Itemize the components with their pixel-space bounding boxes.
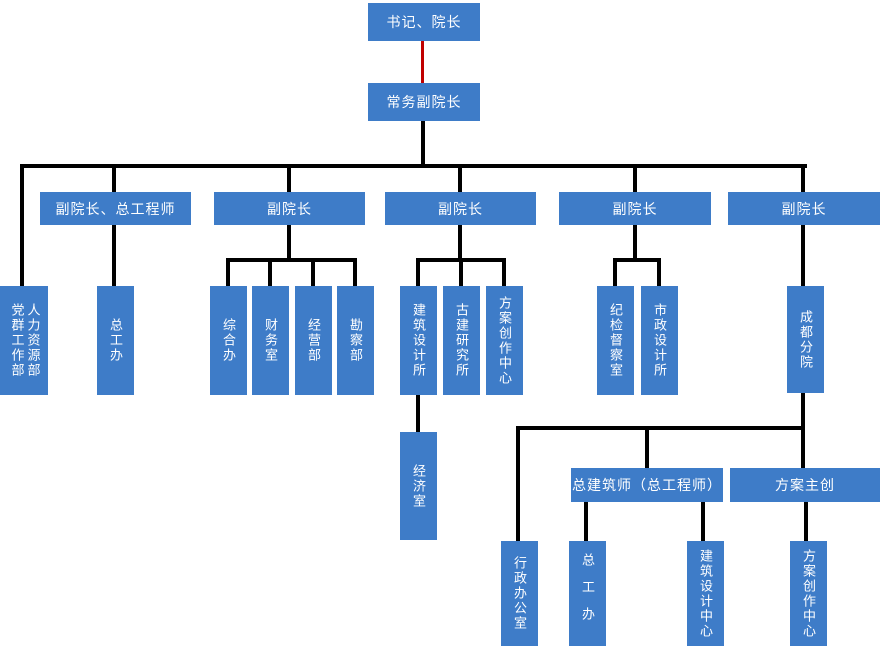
connector-drop-vp2 [287,164,291,192]
party-mass-dept-label: 党群工作部 [9,303,25,378]
connector-drop-vp4 [633,164,637,192]
node-operations-dept: 经营部 [295,286,332,395]
node-executive-vice-dean: 常务副院长 [368,83,480,121]
connector-drop-scheme-lead [801,426,805,468]
connector-drop-general-office [226,258,230,286]
connector-drop-branch-cheng-office [584,502,588,541]
connector-main-horizontal [20,164,807,168]
node-economics-office: 经济室 [400,432,437,540]
node-scheme-creation-center: 方案创作中心 [486,286,523,395]
connector-drop-vp1 [112,164,116,192]
hr-dept-label: 人力资源部 [25,303,41,378]
node-scheme-lead: 方案主创 [730,468,880,502]
node-party-mass-hr-dept: 党群工作部 人力资源部 [0,286,48,395]
connector-drop-survey-dept [353,258,357,286]
node-branch-chief-engineer-office: 总工办 [569,541,606,646]
connector-vp4-stem [633,225,637,261]
connector-secretary-to-exec-red [421,41,424,83]
node-branch-scheme-creation-center: 方案创作中心 [790,541,827,646]
connector-drop-arch-design-center [701,502,705,541]
connector-drop-admin-office [516,426,520,541]
connector-vp1-to-office [112,225,116,286]
connector-vp4-horizontal [613,258,661,262]
node-finance-office: 财务室 [252,286,289,395]
node-vp-4: 副院长 [559,192,711,225]
node-general-office: 综合办 [210,286,247,395]
connector-drop-vp5 [801,164,805,192]
connector-drop-chief-architect [645,426,649,468]
node-vp-chief-engineer: 副院长、总工程师 [40,192,191,225]
connector-drop-operations-dept [311,258,315,286]
node-ancient-building-research-institute: 古建研究所 [443,286,480,395]
connector-chengdu-stem [801,393,805,430]
connector-drop-vp3 [458,164,462,192]
connector-drop-finance-office [268,258,272,286]
node-chief-engineer-office: 总工办 [97,286,134,395]
connector-chengdu-horizontal [516,426,805,430]
connector-drop-party-hr [20,164,24,286]
connector-vp2-horizontal [226,258,357,262]
node-discipline-inspection-office: 纪检督察室 [597,286,634,395]
node-vp-2: 副院长 [214,192,365,225]
connector-arch-to-economics [416,394,420,432]
connector-exec-stem [421,121,425,168]
node-vp-3: 副院长 [385,192,536,225]
connector-drop-branch-scheme-center [804,502,808,541]
node-chief-architect: 总建筑师（总工程师） [571,468,723,502]
node-architectural-design-institute: 建筑设计所 [400,286,437,395]
connector-vp5-to-chengdu [801,225,805,286]
connector-vp3-stem [458,225,462,261]
connector-drop-scheme-center [502,258,506,286]
node-secretary-dean: 书记、院长 [368,3,480,41]
node-admin-office: 行政办公室 [501,541,538,646]
node-survey-dept: 勘察部 [337,286,374,395]
connector-drop-discipline-office [613,258,617,286]
node-vp-5: 副院长 [728,192,880,225]
connector-vp2-stem [287,225,291,261]
node-chengdu-branch: 成都分院 [787,286,824,393]
connector-drop-municipal-institute [657,258,661,286]
node-architectural-design-center: 建筑设计中心 [687,541,724,646]
connector-drop-arch-design-institute [416,258,420,286]
node-municipal-design-institute: 市政设计所 [641,286,678,395]
connector-drop-ancient-research [459,258,463,286]
